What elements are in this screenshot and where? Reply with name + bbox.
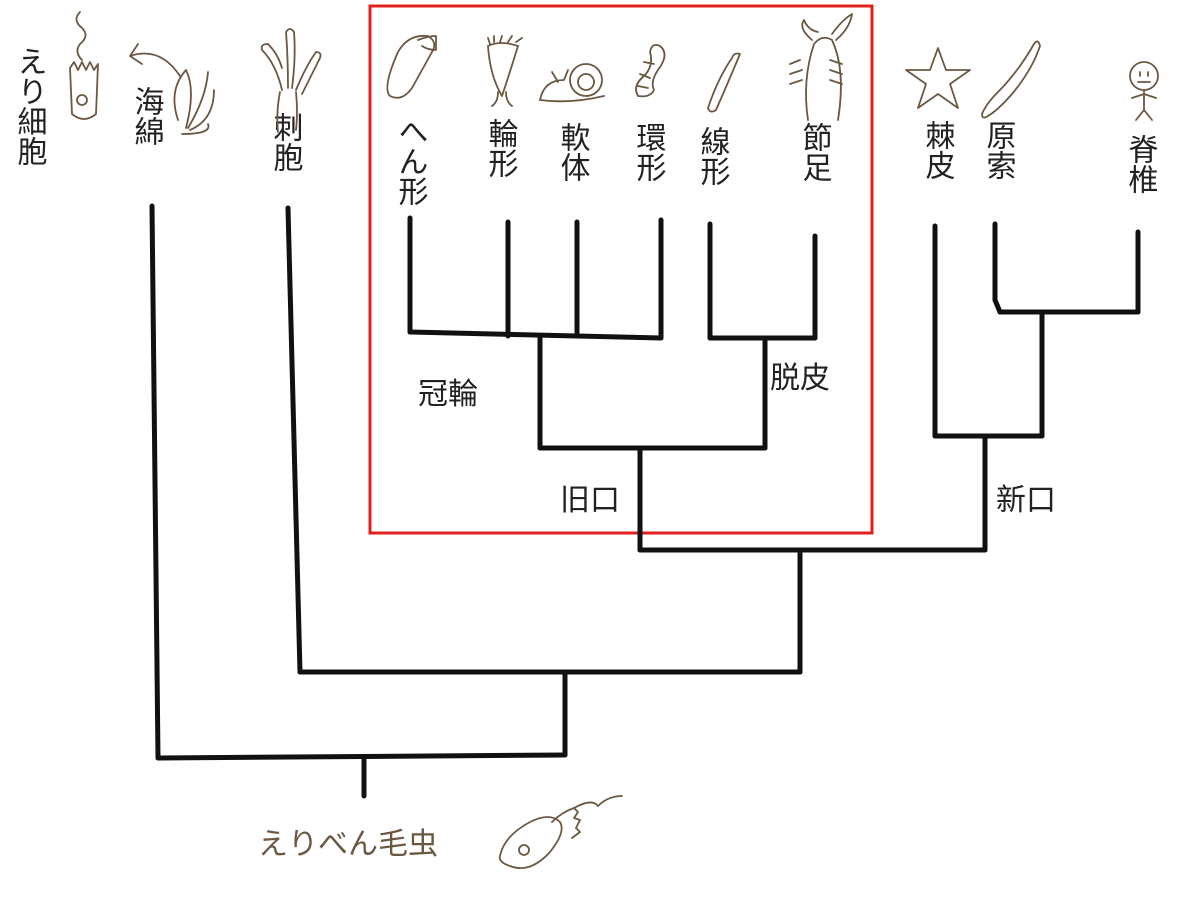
taxon-label-echinoderm: 棘皮 [920,120,956,180]
taxon-label-annelid: 環形 [631,122,667,182]
clade-label-ecdysozoa: 脱皮 [770,361,830,396]
taxon-label-rotifer: 輪形 [483,118,518,178]
sponge-icon [129,43,215,135]
arthropod-icon [789,13,853,121]
human-icon [1129,61,1159,121]
taxon-label-mollusc: 軟体 [555,122,591,182]
lancelet-icon [981,40,1041,119]
clade-label-lophotrochozoa: 冠輪 [418,377,478,412]
flatworm-icon [386,34,437,99]
tree-lines [149,203,1141,799]
annelid-icon [635,43,666,98]
choanoflagellate-icon [69,11,99,120]
snail-icon [539,63,605,103]
starfish-icon [905,47,971,109]
clade-label-protostome: 旧口 [560,483,620,518]
taxon-label-choanoflagellate: えり細胞 [12,46,48,166]
rotifer-icon [487,35,523,107]
nematode-icon [707,52,741,113]
cnidarian-icon [260,28,322,133]
protostome-highlight-box [368,4,874,535]
taxon-label-vertebrate: 脊椎 [1123,134,1159,194]
taxon-label-flatworm: へん形 [393,116,428,206]
taxon-label-nematode: 線形 [695,126,730,186]
taxon-label-sponge: 海綿 [129,86,164,146]
taxon-label-protochordate: 原索 [981,120,1016,180]
taxon-label-arthropod: 節足 [797,122,832,182]
root-label: えりべん毛虫 [258,827,438,862]
choanoflagellate-ancestor-icon [498,795,623,870]
taxon-label-cnidarian: 刺胞 [268,112,304,172]
clade-label-deuterostome: 新口 [996,483,1056,518]
